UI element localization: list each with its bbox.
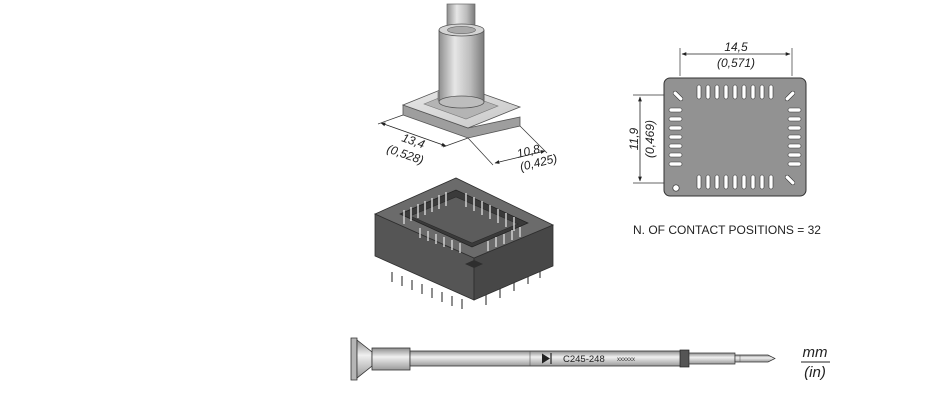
chip-height-mm: 11,9 (627, 127, 641, 150)
tool-side-view: C245-248 xxxxxx (350, 337, 776, 381)
contact-positions-note: N. OF CONTACT POSITIONS = 32 (633, 223, 821, 237)
chip-width-in: (0,571) (717, 56, 755, 70)
chip-height-dimension: 11,9 (0,469) (627, 94, 664, 184)
unit-mm: mm (803, 344, 828, 361)
units-legend: mm (in) (801, 344, 830, 381)
tip-3d (401, 3, 522, 139)
direction-mark-icon (542, 353, 552, 364)
tool-serial-label: xxxxxx (617, 357, 635, 363)
plcc-socket-3d (374, 177, 554, 309)
tool-model-label: C245-248 (563, 354, 605, 365)
chip-width-dimension: 14,5 (0,571) (679, 40, 793, 76)
unit-in: (in) (804, 364, 826, 381)
tip-width-mm: 10,8 (515, 142, 541, 161)
chip-width-mm: 14,5 (724, 40, 748, 54)
chip-top-view (663, 77, 807, 197)
chip-height-in: (0,469) (643, 120, 657, 158)
